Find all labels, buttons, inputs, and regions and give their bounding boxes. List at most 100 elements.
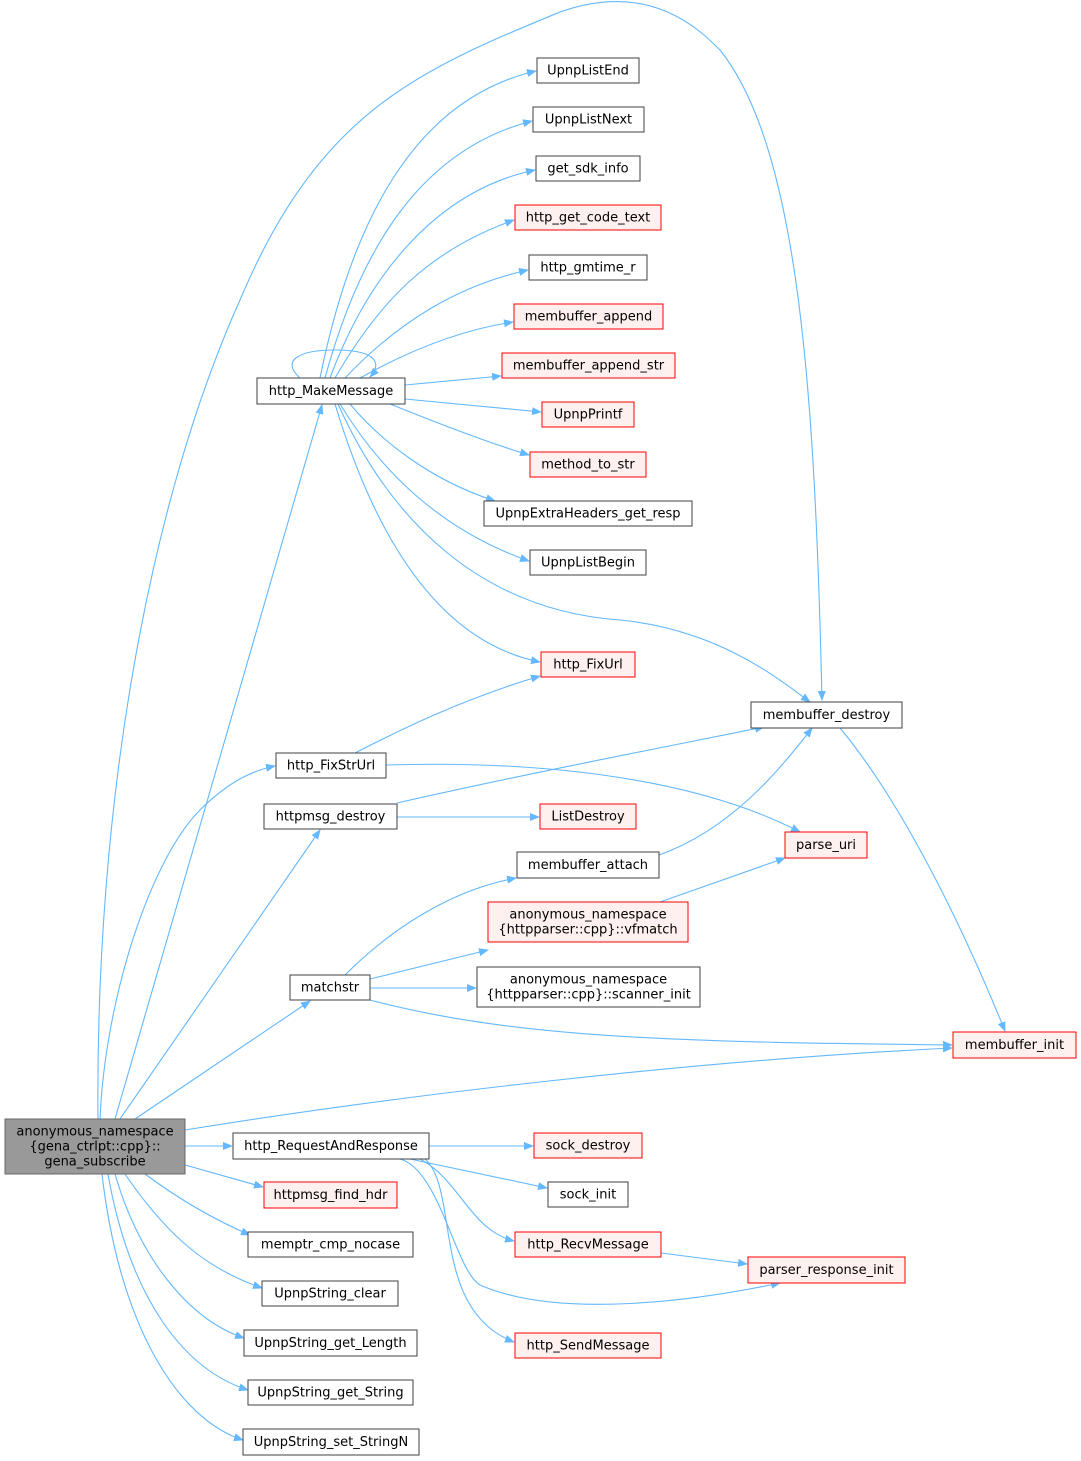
edge-http_MakeMessage-to-UpnpListBegin <box>339 403 530 562</box>
edge-root-to-membuffer_destroy <box>97 1 826 1120</box>
node-box <box>289 974 371 1001</box>
node-box <box>263 1181 398 1209</box>
node-parse_uri[interactable]: parse_uri <box>784 831 868 859</box>
node-box <box>476 966 701 1008</box>
node-box <box>516 851 660 879</box>
node-UpnpListNext[interactable]: UpnpListNext <box>532 106 645 133</box>
node-membuffer_init[interactable]: membuffer_init <box>952 1031 1077 1059</box>
node-method_to_str[interactable]: method_to_str <box>529 451 647 478</box>
node-label: ListDestroy <box>551 810 625 825</box>
edge-root-to-httpmsg_destroy <box>119 829 321 1120</box>
node-label: httpmsg_find_hdr <box>274 1188 389 1203</box>
edge-http_MakeMessage-to-membuffer_append <box>359 319 514 379</box>
node-label: http_get_code_text <box>526 211 651 226</box>
node-UpnpExtraHeaders_get_resp[interactable]: UpnpExtraHeaders_get_resp <box>483 500 693 527</box>
node-UpnpListEnd[interactable]: UpnpListEnd <box>536 57 640 84</box>
node-httpmsg_find_hdr[interactable]: httpmsg_find_hdr <box>263 1181 398 1209</box>
node-label: {gena_ctrlpt::cpp}:: <box>29 1140 160 1155</box>
edge-matchstr-to-membuffer_attach <box>344 875 517 976</box>
node-http_MakeMessage[interactable]: http_MakeMessage <box>256 377 406 405</box>
node-membuffer_destroy[interactable]: membuffer_destroy <box>750 701 903 729</box>
node-get_sdk_info[interactable]: get_sdk_info <box>535 155 641 182</box>
edge-http_MakeMessage-to-UpnpListEnd <box>319 69 537 379</box>
node-box <box>532 106 645 133</box>
edge-http_MakeMessage-to-http_FixUrl <box>334 403 541 665</box>
node-parser_response_init[interactable]: parser_response_init <box>747 1256 906 1284</box>
node-UpnpListBegin[interactable]: UpnpListBegin <box>529 549 647 576</box>
node-box <box>514 204 662 231</box>
edge-root-to-UpnpString_clear <box>124 1173 263 1289</box>
node-label: http_FixStrUrl <box>287 759 375 774</box>
node-box <box>514 1332 662 1359</box>
node-box <box>232 1132 430 1160</box>
node-box <box>243 1329 418 1357</box>
node-label: membuffer_append_str <box>513 359 665 374</box>
node-UpnpPrintf[interactable]: UpnpPrintf <box>541 401 635 428</box>
node-box <box>483 500 693 527</box>
node-box <box>529 451 647 478</box>
edge-membuffer_attach-to-membuffer_destroy <box>658 727 813 856</box>
edge-http_MakeMessage-to-UpnpListNext <box>324 119 533 379</box>
node-label: UpnpExtraHeaders_get_resp <box>495 507 680 522</box>
node-sock_destroy[interactable]: sock_destroy <box>533 1132 643 1159</box>
edge-http_MakeMessage-to-UpnpPrintf <box>404 398 542 416</box>
node-httpmsg_destroy[interactable]: httpmsg_destroy <box>263 803 398 830</box>
node-label: anonymous_namespace <box>510 973 667 988</box>
node-box <box>533 1132 643 1159</box>
edge-http_MakeMessage-to-membuffer_destroy <box>337 403 811 703</box>
node-membuffer_append[interactable]: membuffer_append <box>513 303 664 330</box>
node-box <box>539 803 637 830</box>
node-vfmatch[interactable]: anonymous_namespace{httpparser::cpp}::vf… <box>487 901 689 943</box>
node-http_RequestAndResponse[interactable]: http_RequestAndResponse <box>232 1132 430 1160</box>
edge-root-to-http_MakeMessage <box>114 404 324 1120</box>
node-scanner_init[interactable]: anonymous_namespace{httpparser::cpp}::sc… <box>476 966 701 1008</box>
node-http_RecvMessage[interactable]: http_RecvMessage <box>514 1231 662 1258</box>
node-box <box>256 377 406 405</box>
node-UpnpString_clear[interactable]: UpnpString_clear <box>261 1280 399 1307</box>
node-label: get_sdk_info <box>547 162 628 177</box>
node-UpnpString_get_String[interactable]: UpnpString_get_String <box>247 1379 414 1406</box>
edge-http_MakeMessage-to-method_to_str <box>389 403 530 457</box>
node-matchstr[interactable]: matchstr <box>289 974 371 1001</box>
node-label: anonymous_namespace <box>509 908 666 923</box>
node-http_get_code_text[interactable]: http_get_code_text <box>514 204 662 231</box>
node-box <box>4 1118 186 1175</box>
node-box <box>747 1256 906 1284</box>
edge-root-to-httpmsg_find_hdr <box>184 1164 264 1189</box>
node-memptr_cmp_nocase[interactable]: memptr_cmp_nocase <box>247 1231 414 1258</box>
edge-matchstr-to-vfmatch <box>369 948 489 980</box>
node-label: UpnpString_get_Length <box>254 1336 406 1351</box>
node-label: membuffer_attach <box>528 858 648 873</box>
node-label: {httpparser::cpp}::scanner_init <box>486 988 691 1003</box>
node-box <box>514 1231 662 1258</box>
node-ListDestroy[interactable]: ListDestroy <box>539 803 637 830</box>
node-label: {httpparser::cpp}::vfmatch <box>498 923 677 938</box>
edge-membuffer_destroy-to-membuffer_init <box>839 727 1006 1032</box>
node-label: sock_destroy <box>546 1139 631 1154</box>
node-http_SendMessage[interactable]: http_SendMessage <box>514 1332 662 1359</box>
node-UpnpString_set_StringN[interactable]: UpnpString_set_StringN <box>242 1428 420 1456</box>
node-label: method_to_str <box>541 458 635 473</box>
edge-root-to-UpnpString_set_StringN <box>101 1173 244 1442</box>
node-membuffer_append_str[interactable]: membuffer_append_str <box>501 352 676 379</box>
edge-http_RequestAndResponse-to-http_SendMessage <box>424 1158 515 1343</box>
node-box <box>513 303 664 330</box>
nodes-layer: anonymous_namespace{gena_ctrlpt::cpp}::g… <box>4 57 1077 1456</box>
node-UpnpString_get_Length[interactable]: UpnpString_get_Length <box>243 1329 418 1357</box>
node-label: UpnpString_get_String <box>257 1386 403 1401</box>
node-box <box>541 401 635 428</box>
node-http_FixUrl[interactable]: http_FixUrl <box>540 651 636 678</box>
node-box <box>750 701 903 729</box>
node-sock_init[interactable]: sock_init <box>547 1181 629 1208</box>
node-label: http_MakeMessage <box>269 384 393 399</box>
node-label: http_RequestAndResponse <box>244 1139 418 1154</box>
edge-http_RecvMessage-to-parser_response_init <box>660 1252 748 1267</box>
node-http_FixStrUrl[interactable]: http_FixStrUrl <box>275 752 387 779</box>
node-http_gmtime_r[interactable]: http_gmtime_r <box>528 254 648 281</box>
node-label: parse_uri <box>796 838 856 853</box>
node-box <box>528 254 648 281</box>
edge-root-to-UpnpString_get_Length <box>114 1173 245 1339</box>
node-root[interactable]: anonymous_namespace{gena_ctrlpt::cpp}::g… <box>4 1118 186 1175</box>
node-membuffer_attach[interactable]: membuffer_attach <box>516 851 660 879</box>
